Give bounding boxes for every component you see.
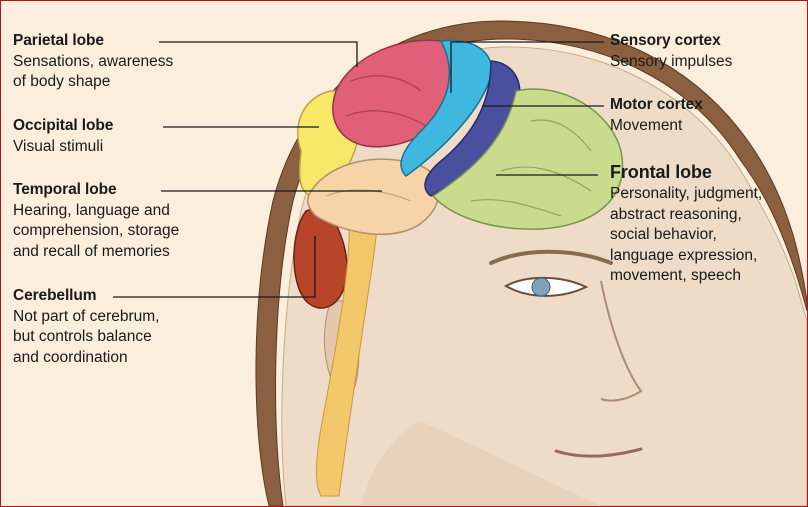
frontal-lobe-title: Frontal lobe [610, 161, 762, 184]
temporal-lobe-desc: Hearing, language and comprehension, sto… [13, 201, 179, 263]
occipital-lobe-label: Occipital lobe Visual stimuli [13, 116, 113, 157]
frontal-lobe-desc: Personality, judgment, abstract reasonin… [610, 184, 762, 287]
occipital-lobe-desc: Visual stimuli [13, 137, 113, 158]
parietal-lobe-title: Parietal lobe [13, 31, 173, 52]
motor-cortex-label: Motor cortex Movement [610, 95, 703, 136]
frontal-lobe-label: Frontal lobe Personality, judgment, abst… [610, 161, 762, 287]
cerebellum-desc: Not part of cerebrum, but controls balan… [13, 307, 159, 369]
parietal-leader [159, 42, 357, 67]
motor-cortex-desc: Movement [610, 116, 703, 137]
motor-cortex-title: Motor cortex [610, 95, 703, 116]
iris [532, 278, 550, 296]
sensory-cortex-desc: Sensory impulses [610, 52, 732, 73]
cerebellum-title: Cerebellum [13, 286, 159, 307]
sensory-cortex-label: Sensory cortex Sensory impulses [610, 31, 732, 72]
parietal-lobe-label: Parietal lobe Sensations, awareness of b… [13, 31, 173, 93]
sensory-cortex-title: Sensory cortex [610, 31, 732, 52]
temporal-lobe-title: Temporal lobe [13, 180, 179, 201]
cerebellum-label: Cerebellum Not part of cerebrum, but con… [13, 286, 159, 368]
parietal-lobe-desc: Sensations, awareness of body shape [13, 52, 173, 93]
occipital-lobe-title: Occipital lobe [13, 116, 113, 137]
temporal-lobe-label: Temporal lobe Hearing, language and comp… [13, 180, 179, 262]
